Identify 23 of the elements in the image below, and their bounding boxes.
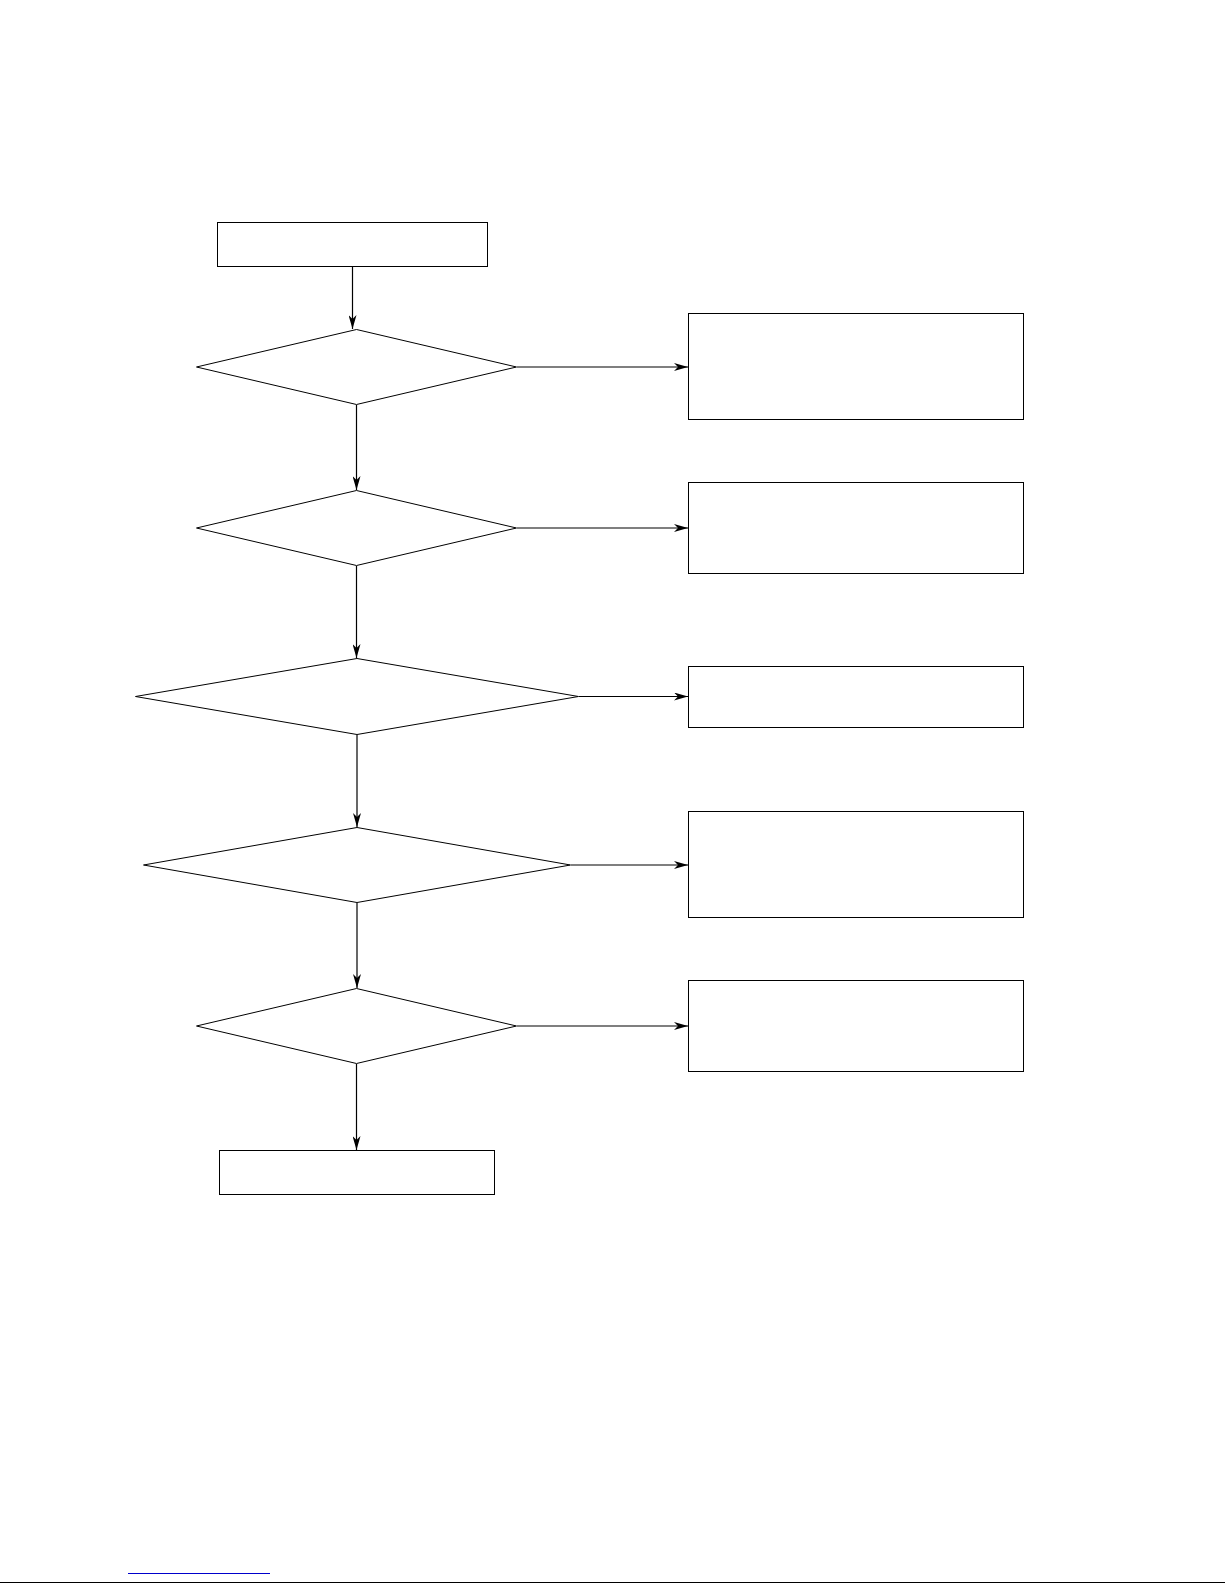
decision-diamond xyxy=(196,490,517,566)
decision-diamond xyxy=(196,988,517,1064)
arrow xyxy=(352,565,361,659)
process-box xyxy=(688,811,1024,918)
arrow xyxy=(348,266,357,330)
process-box xyxy=(688,666,1024,728)
arrow xyxy=(578,692,689,701)
decision-diamond xyxy=(135,658,579,735)
arrow xyxy=(570,861,689,869)
arrow xyxy=(516,524,689,532)
arrow xyxy=(352,1063,361,1151)
arrow xyxy=(353,734,361,828)
decision-diamond xyxy=(196,329,517,405)
arrow xyxy=(516,363,689,371)
decision-diamond xyxy=(143,827,571,903)
process-box xyxy=(688,980,1024,1072)
arrow xyxy=(516,1022,689,1030)
arrow xyxy=(352,404,361,491)
arrow xyxy=(353,902,361,989)
process-box xyxy=(688,482,1024,574)
process-box xyxy=(219,1150,495,1195)
process-box xyxy=(217,222,488,267)
process-box xyxy=(688,313,1024,420)
